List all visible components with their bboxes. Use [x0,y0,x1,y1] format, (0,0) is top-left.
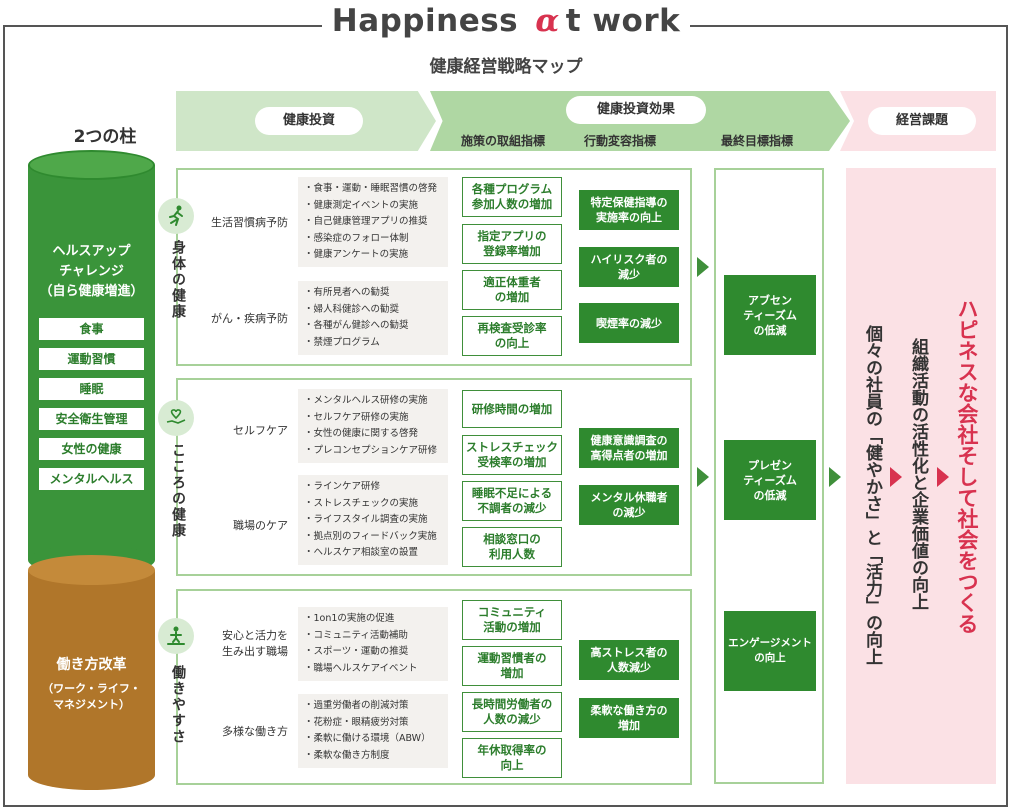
activity-indicator: 年休取得率の 向上 [462,738,562,778]
arrow-right-icon [829,467,841,487]
behavior-indicator: ハイリスク者の 減少 [579,247,679,287]
pillar-item: 女性の健康 [39,438,144,460]
pillar-item: 運動習慣 [39,348,144,370]
category-label: がん・疾病予防 [211,312,288,325]
red-arrow-icon [937,467,949,487]
issue-text-2: 組織活動の活性化と企業価値の向上 [908,338,928,610]
behavior-indicator-label: 行動変容指標 [584,134,657,148]
activity-indicator: 指定アプリの 登録率増加 [462,224,562,264]
section-label: 身体の健康 [170,240,186,320]
category-label: セルフケア [233,424,288,437]
final-indicator: エンゲージメント の向上 [724,611,816,691]
activity-indicator: 研修時間の増加 [462,390,562,428]
workplace-person-icon [158,618,194,654]
measures-list: ・過重労働者の削減対策・花粉症・眼精疲労対策・柔軟に働ける環境（ABW）・柔軟な… [298,694,448,768]
pillar-item: 安全衛生管理 [39,408,144,430]
category-label: 生活習慣病予防 [211,216,288,229]
management-issue-column [846,168,996,784]
work-style-cylinder: 働き方改革 （ワーク・ライフ・ マネジメント） [28,555,155,790]
arrow-right-icon [697,257,709,277]
behavior-indicator: 喫煙率の減少 [579,303,679,343]
section-label: 働きやすさ [170,665,186,745]
final-indicator-label: 最終目標指標 [721,134,794,148]
work-style-title: 働き方改革 [56,657,127,673]
activity-indicator-label: 施策の取組指標 [461,134,546,148]
category-label: 職場のケア [233,519,288,532]
investment-pill: 健康投資 [255,107,363,135]
running-person-icon [158,198,194,234]
activity-indicator: 睡眠不足による 不調者の減少 [462,481,562,521]
behavior-indicator: 高ストレス者の 人数減少 [579,640,679,680]
effect-pill: 健康投資効果 [566,96,706,124]
pillar-item: メンタルヘルス [39,468,144,490]
measures-list: ・有所見者への勧奨・婦人科健診への勧奨・各種がん健診への勧奨・禁煙プログラム [298,281,448,355]
behavior-indicator: 柔軟な働き方の 増加 [579,698,679,738]
heart-hand-icon [158,400,194,436]
behavior-indicator: 特定保健指導の 実施率の向上 [579,190,679,230]
activity-indicator: ストレスチェック 受検率の増加 [462,435,562,475]
pillar-item: 睡眠 [39,378,144,400]
final-indicator: アブセン ティーズム の低減 [724,275,816,355]
final-indicator: プレゼン ティーズム の低減 [724,440,816,520]
activity-indicator: コミュニティ 活動の増加 [462,600,562,640]
activity-indicator: 適正体重者 の増加 [462,270,562,310]
issue-text-1: 個々の社員の「健やかさ」と「活力」の向上 [862,325,882,665]
section-label: こころの健康 [170,443,186,539]
pillars-header: 2つの柱 [73,127,137,147]
behavior-indicator: 健康意識調査の 高得点者の増加 [579,428,679,468]
category-label: 多様な働き方 [222,725,288,738]
health-up-title: ヘルスアップ チャレンジ （自ら健康増進） [39,244,144,299]
measures-list: ・食事・運動・睡眠習慣の啓発・健康測定イベントの実施・自己健康管理アプリの推奨・… [298,177,448,267]
red-arrow-icon [890,467,902,487]
activity-indicator: 長時間労働者の 人数の減少 [462,692,562,732]
issue-text-3: ハピネスな会社そして社会をつくる [955,298,979,634]
map-subtitle: 健康経営戦略マップ [429,57,583,77]
arrow-right-icon [697,467,709,487]
alpha-logo: α [535,3,560,39]
work-style-subtitle: （ワーク・ライフ・ マネジメント） [42,682,141,711]
activity-indicator: 再検査受診率 の向上 [462,316,562,356]
activity-indicator: 各種プログラム 参加人数の増加 [462,177,562,217]
issue-pill: 経営課題 [868,107,976,135]
activity-indicator: 運動習慣者の 増加 [462,646,562,686]
category-label: 安心と活力を 生み出す職場 [222,629,288,658]
behavior-indicator: メンタル休職者 の減少 [579,485,679,525]
measures-list: ・1on1の実施の促進・コミュニティ活動補助・スポーツ・運動の推奨・職場ヘルスケ… [298,607,448,681]
activity-indicator: 相談窓口の 利用人数 [462,527,562,567]
measures-list: ・メンタルヘルス研修の実施・セルフケア研修の実施・女性の健康に関する啓発・プレコ… [298,389,448,463]
pillar-item: 食事 [39,318,144,340]
measures-list: ・ラインケア研修・ストレスチェックの実施・ライフスタイル調査の実施・拠点別のフィ… [298,475,448,565]
